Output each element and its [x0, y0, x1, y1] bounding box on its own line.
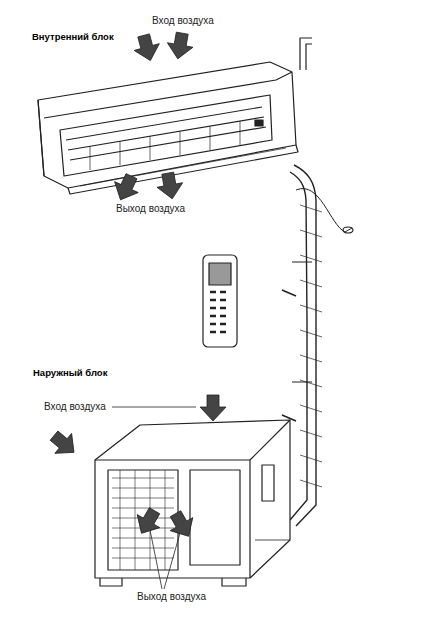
unit-heading: Наружный блок [33, 367, 107, 379]
outdoor-unit [95, 420, 290, 586]
air-outlet-label: Выход воздуха [137, 591, 206, 603]
air-inlet-label: Вход воздуха [44, 401, 106, 413]
air-inlet-label: Вход воздуха [152, 15, 214, 27]
remote-control [203, 255, 237, 347]
air-outlet-label: Выход воздуха [116, 203, 185, 215]
unit-heading: Внутренний блок [32, 31, 114, 43]
